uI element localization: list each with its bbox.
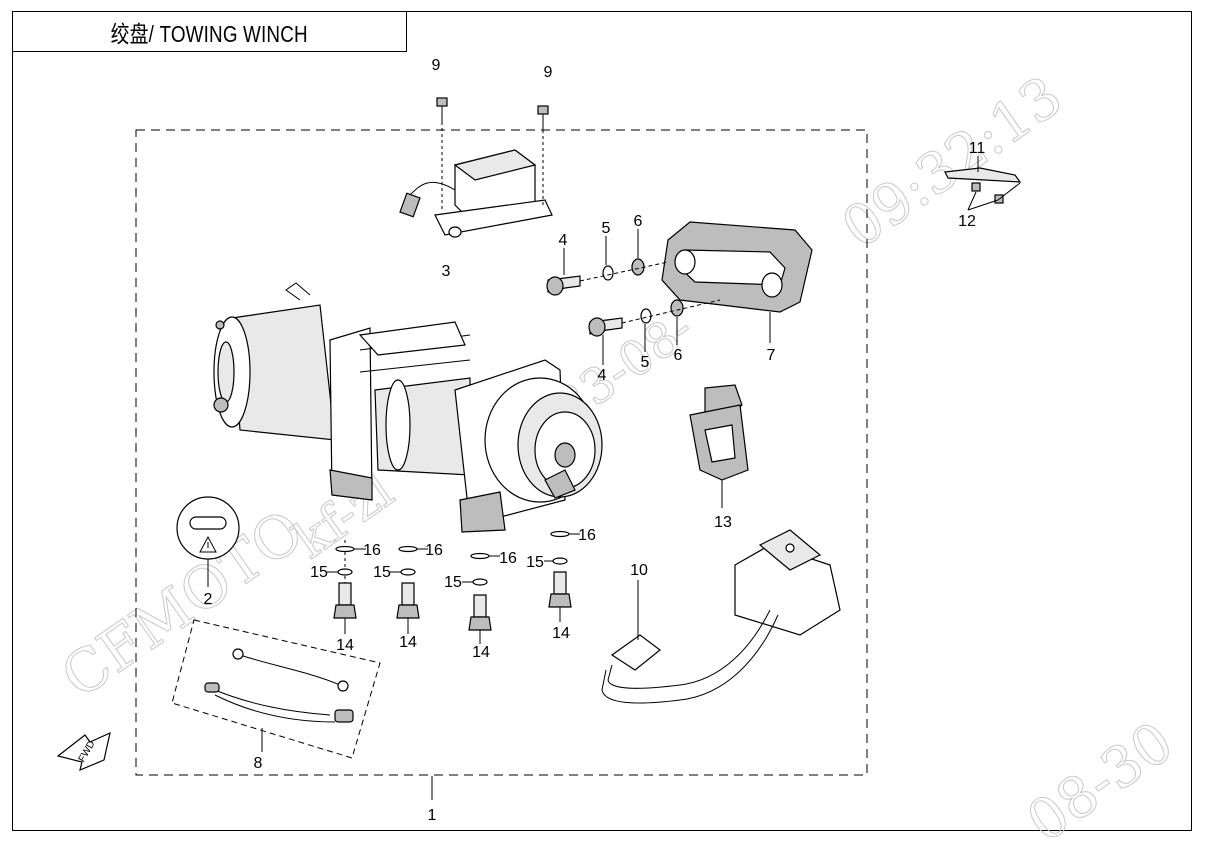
svg-text:08-30: 08-30 <box>1016 710 1186 844</box>
callout-3: 3 <box>442 263 451 280</box>
fairlead-bolts <box>546 229 721 365</box>
callout-15: 15 <box>444 574 462 591</box>
callout-16: 16 <box>578 527 596 544</box>
callout-6: 6 <box>674 347 683 364</box>
battery-cables <box>171 619 381 759</box>
callout-5: 5 <box>602 220 611 237</box>
warning-label-icon <box>176 496 240 587</box>
title-box: 绞盘/ TOWING WINCH <box>12 11 407 52</box>
callout-2: 2 <box>204 591 213 608</box>
callout-16: 16 <box>363 542 381 559</box>
winch-hook <box>689 384 749 508</box>
mounting-bracket <box>944 156 1022 211</box>
fwd-arrow-icon: FWD <box>56 731 111 772</box>
bolt-stack-1 <box>327 540 366 634</box>
callout-15: 15 <box>526 554 544 571</box>
callout-16: 16 <box>499 550 517 567</box>
bolt-stack-3 <box>462 552 500 644</box>
callout-4: 4 <box>559 232 568 249</box>
callout-1: 1 <box>428 807 437 824</box>
callout-12: 12 <box>958 213 976 230</box>
control-box <box>399 97 553 238</box>
bolt-stack-2 <box>390 545 428 634</box>
callout-9: 9 <box>544 64 553 81</box>
callout-16: 16 <box>425 542 443 559</box>
callout-9: 9 <box>432 57 441 74</box>
callout-14: 14 <box>472 644 490 661</box>
hawse-fairlead <box>661 221 813 343</box>
callout-14: 14 <box>336 637 354 654</box>
page-title: 绞盘/ TOWING WINCH <box>110 20 309 47</box>
mounting-bolts <box>327 530 580 644</box>
callout-5: 5 <box>641 354 650 371</box>
callout-4: 4 <box>598 367 607 384</box>
callout-15: 15 <box>373 564 391 581</box>
callout-14: 14 <box>552 625 570 642</box>
callout-10: 10 <box>630 562 648 579</box>
winch-assembly <box>213 282 603 533</box>
callout-8: 8 <box>254 755 263 772</box>
callout-6: 6 <box>634 213 643 230</box>
callout-11: 11 <box>969 140 986 157</box>
callout-14: 14 <box>399 634 417 651</box>
assembly-boundary <box>135 129 868 776</box>
bolt-stack-4 <box>544 530 580 622</box>
callout-7: 7 <box>767 347 776 364</box>
callout-labels: 1 2 3 4 4 5 5 6 6 7 8 9 9 10 11 12 13 14… <box>204 57 986 824</box>
callout-13: 13 <box>714 514 732 531</box>
drawing-frame <box>12 11 1192 831</box>
remote-control <box>601 529 841 704</box>
callout-15: 15 <box>310 564 328 581</box>
